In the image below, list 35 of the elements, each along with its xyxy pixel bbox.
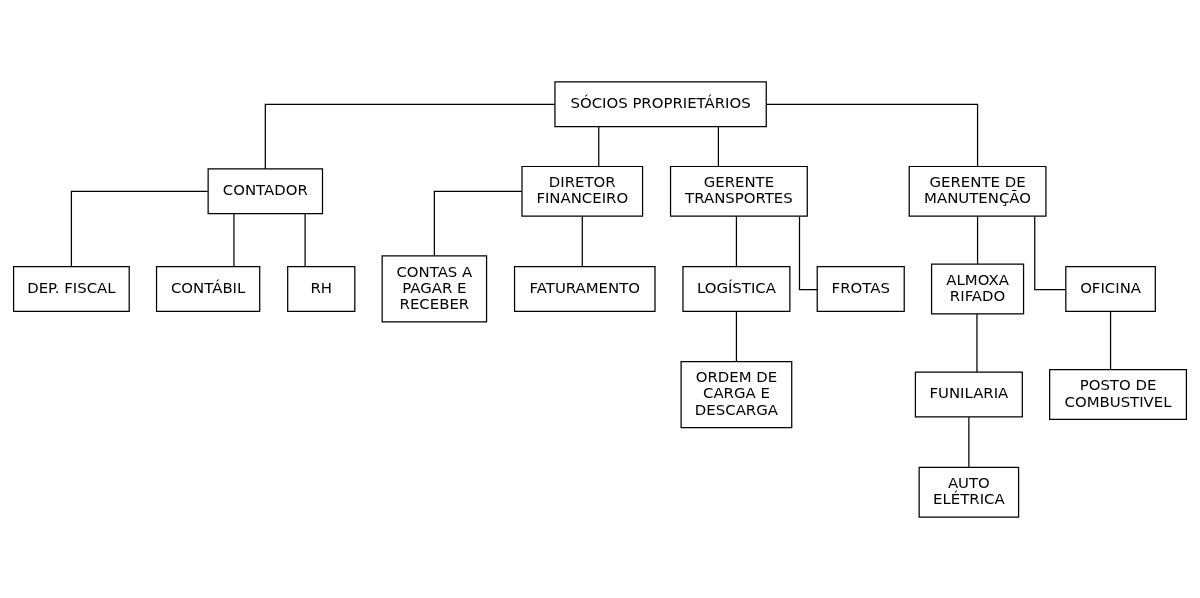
connector: [976, 312, 978, 372]
node-box: POSTO DE COMBUSTIVEL: [1049, 368, 1187, 420]
node-box: LOGÍSTICA: [682, 265, 791, 312]
node-box: FUNILARIA: [914, 371, 1023, 418]
node-box: DEP. FISCAL: [13, 265, 130, 312]
node-box: DIRETOR FINANCEIRO: [521, 165, 644, 217]
node-box: GERENTE DE MANUTENÇÃO: [908, 165, 1047, 217]
connector: [598, 125, 600, 167]
node-box: FATURAMENTO: [513, 265, 656, 312]
node-box: CONTÁBIL: [155, 265, 261, 312]
connector: [1109, 310, 1112, 370]
connector: [264, 103, 556, 170]
connector: [70, 190, 209, 267]
connector: [433, 190, 523, 256]
connector: [798, 215, 818, 290]
node-box: AUTO ELÉTRICA: [918, 466, 1020, 518]
connector: [717, 125, 719, 167]
connector: [976, 215, 979, 264]
node-box: CONTAS A PAGAR E RECEBER: [381, 254, 488, 322]
node-box: RH: [287, 265, 356, 312]
node-box: FROTAS: [816, 265, 905, 312]
connector: [1034, 215, 1067, 290]
connector: [968, 416, 970, 468]
connector: [233, 212, 235, 267]
node-box: ALMOXA RIFADO: [930, 262, 1025, 314]
connector: [735, 215, 738, 267]
connector: [304, 212, 306, 267]
node-box: SÓCIOS PROPRIETÁRIOS: [554, 80, 767, 127]
connector: [765, 103, 979, 167]
node-box: GERENTE TRANSPORTES: [669, 165, 808, 217]
node-box: CONTADOR: [207, 167, 324, 214]
connector: [581, 215, 583, 267]
node-box: ORDEM DE CARGA E DESCARGA: [680, 360, 793, 428]
connector: [735, 310, 738, 362]
node-box: OFICINA: [1065, 265, 1156, 312]
